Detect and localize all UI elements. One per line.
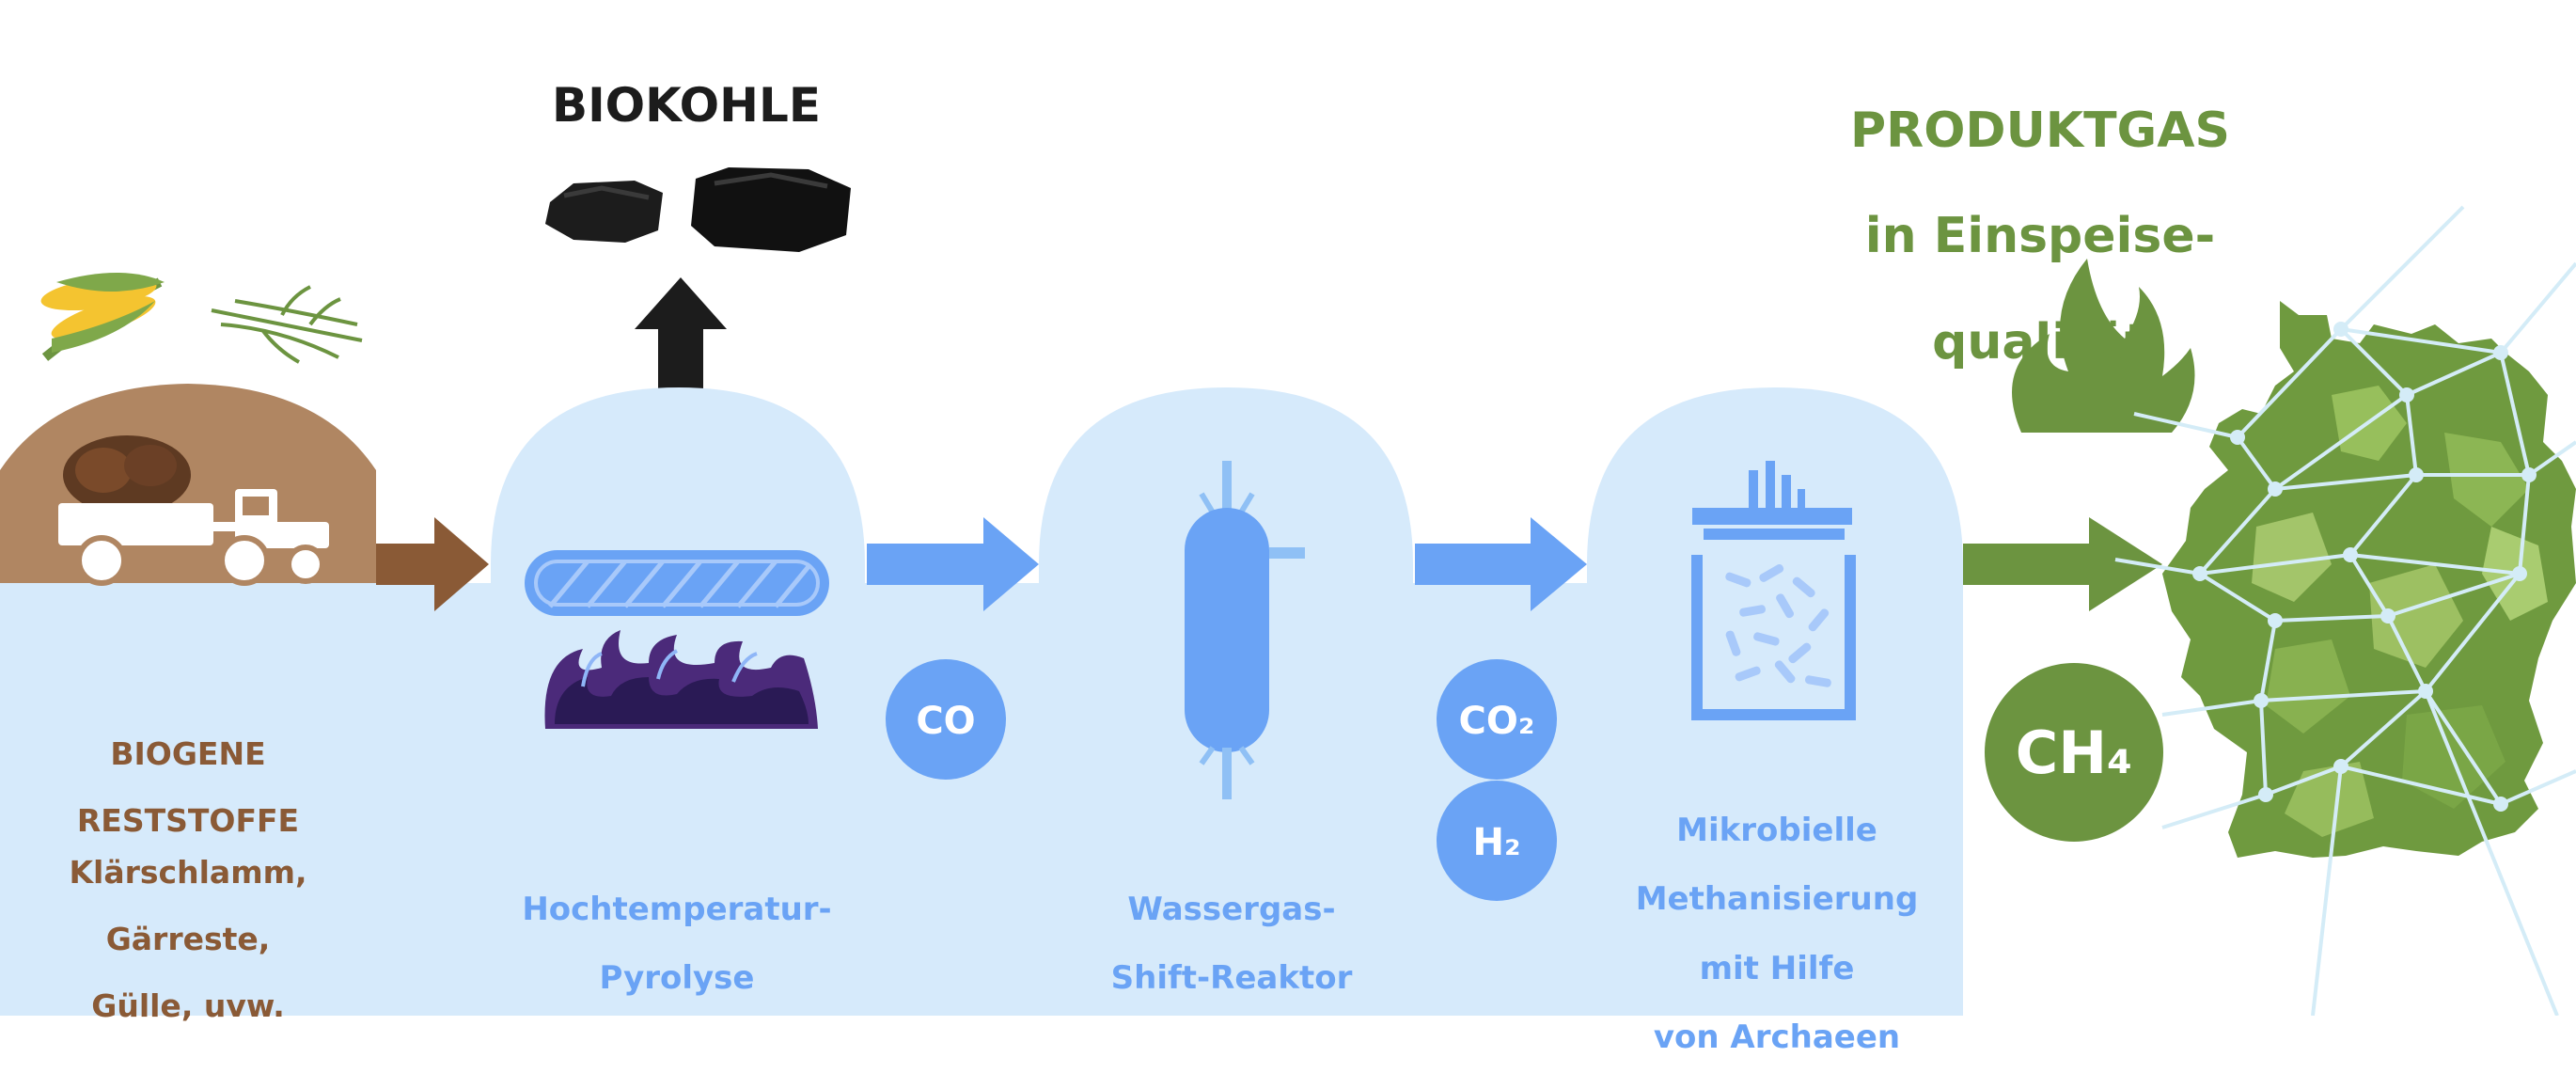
pyrolysis-label-line1: Hochtemperatur- <box>522 890 832 928</box>
shift-reactor-label: Wassergas- Shift-Reaktor <box>1044 858 1420 1031</box>
co2-badge: CO₂ <box>1437 659 1557 780</box>
shift-reactor-icon <box>1185 461 1305 799</box>
co-badge: CO <box>886 659 1006 780</box>
shift-reactor-label-line2: Shift-Reaktor <box>1110 959 1353 998</box>
ch4-badge: CH₄ <box>1985 663 2163 842</box>
biomass-pile-icon <box>63 435 191 514</box>
methanation-label-line3: mit Hilfe <box>1699 949 1855 987</box>
feedstock-title-line2: RESTSTOFFE <box>76 801 300 839</box>
process-diagram: CO CO₂ H₂ CH₄ <box>0 167 2576 1016</box>
pyrolysis-dome <box>491 387 865 583</box>
tractor-icon <box>58 489 329 586</box>
h2-badge: H₂ <box>1437 781 1557 901</box>
ch4-label: CH₄ <box>2016 718 2133 787</box>
feedstock-detail: Klärschlamm, Gärreste, Gülle, uvw. <box>19 822 357 1056</box>
feedstock-title-line1: BIOGENE <box>110 734 266 772</box>
methanation-label-line2: Methanisierung <box>1635 880 1919 919</box>
feedstock-detail-line3: Gülle, uvw. <box>91 987 285 1025</box>
bioreactor-icon <box>1691 461 1856 720</box>
pyrolysis-reactor-icon <box>525 550 829 616</box>
feedstock-title: BIOGENE RESTSTOFFE <box>19 703 357 871</box>
arrow-shift-to-methanation <box>1415 517 1587 611</box>
arrow-up-to-biokohle <box>635 277 727 390</box>
product-gas-line1: PRODUKTGAS <box>1850 103 2230 160</box>
methanation-label: Mikrobielle Methanisierung mit Hilfe von… <box>1589 779 1965 1089</box>
pyrolysis-label: Hochtemperatur- Pyrolyse <box>489 858 865 1031</box>
methanation-label-line4: von Archaeen <box>1653 1018 1901 1057</box>
product-gas-line2: in Einspeise- <box>1864 208 2216 265</box>
h2-label: H₂ <box>1473 821 1521 864</box>
product-gas-line3: qualität <box>1932 313 2148 371</box>
biokohle-label: BIOKOHLE <box>551 78 822 133</box>
product-gas-title: PRODUKTGAS in Einspeise- qualität <box>1805 52 2275 421</box>
feedstock-detail-line1: Klärschlamm, <box>69 853 307 891</box>
arrow-feedstock-to-pyrolysis <box>376 517 489 611</box>
co-label: CO <box>916 700 975 743</box>
co2-label: CO₂ <box>1459 700 1535 743</box>
arrow-methanation-to-product <box>1963 517 2162 611</box>
pyrolysis-label-line2: Pyrolyse <box>599 959 755 998</box>
methanation-label-line1: Mikrobielle <box>1676 811 1877 849</box>
background-band <box>0 583 1963 1016</box>
flame-burner-icon <box>544 630 818 729</box>
grass-icon <box>211 285 363 364</box>
biochar-icon <box>545 167 851 252</box>
arrow-pyrolysis-to-shift <box>867 517 1039 611</box>
shift-reactor-label-line1: Wassergas- <box>1127 890 1336 928</box>
corn-icon <box>40 273 165 361</box>
germany-map-icon <box>2114 205 2576 1016</box>
green-flame-icon <box>2012 259 2195 433</box>
feedstock-detail-line2: Gärreste, <box>105 920 271 957</box>
